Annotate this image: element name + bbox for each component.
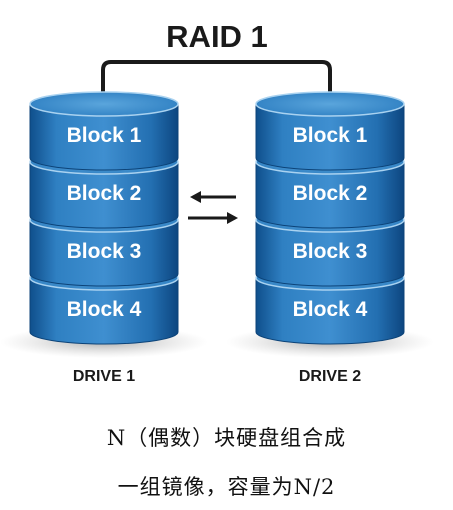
diagram-title: RAID 1: [166, 19, 268, 54]
caption-line-2: 一组镜像，容量为N/2: [117, 475, 336, 499]
block-label: Block 4: [67, 298, 142, 321]
block-label: Block 3: [67, 240, 142, 263]
block-label: Block 1: [293, 124, 368, 147]
left-right-arrows-icon: [188, 191, 238, 224]
caption-line-1: N（偶数）块硬盘组合成: [106, 426, 347, 450]
block-label: Block 1: [67, 124, 142, 147]
drive-label: DRIVE 2: [299, 368, 361, 385]
block-label: Block 2: [293, 182, 368, 205]
drive-block-segment: Block 1: [255, 91, 405, 171]
raid-connector-line: [101, 60, 332, 103]
block-label: Block 4: [293, 298, 368, 321]
block-label: Block 3: [293, 240, 368, 263]
drive-1: Block 4 Block 3 Block 2 Block 1 DRIVE 1: [0, 91, 208, 385]
drive-block-segment: Block 1: [29, 91, 179, 171]
block-label: Block 2: [67, 182, 142, 205]
drive-2: Block 4 Block 3 Block 2 Block 1 DRIVE 2: [226, 91, 434, 385]
drive-label: DRIVE 1: [73, 368, 135, 385]
